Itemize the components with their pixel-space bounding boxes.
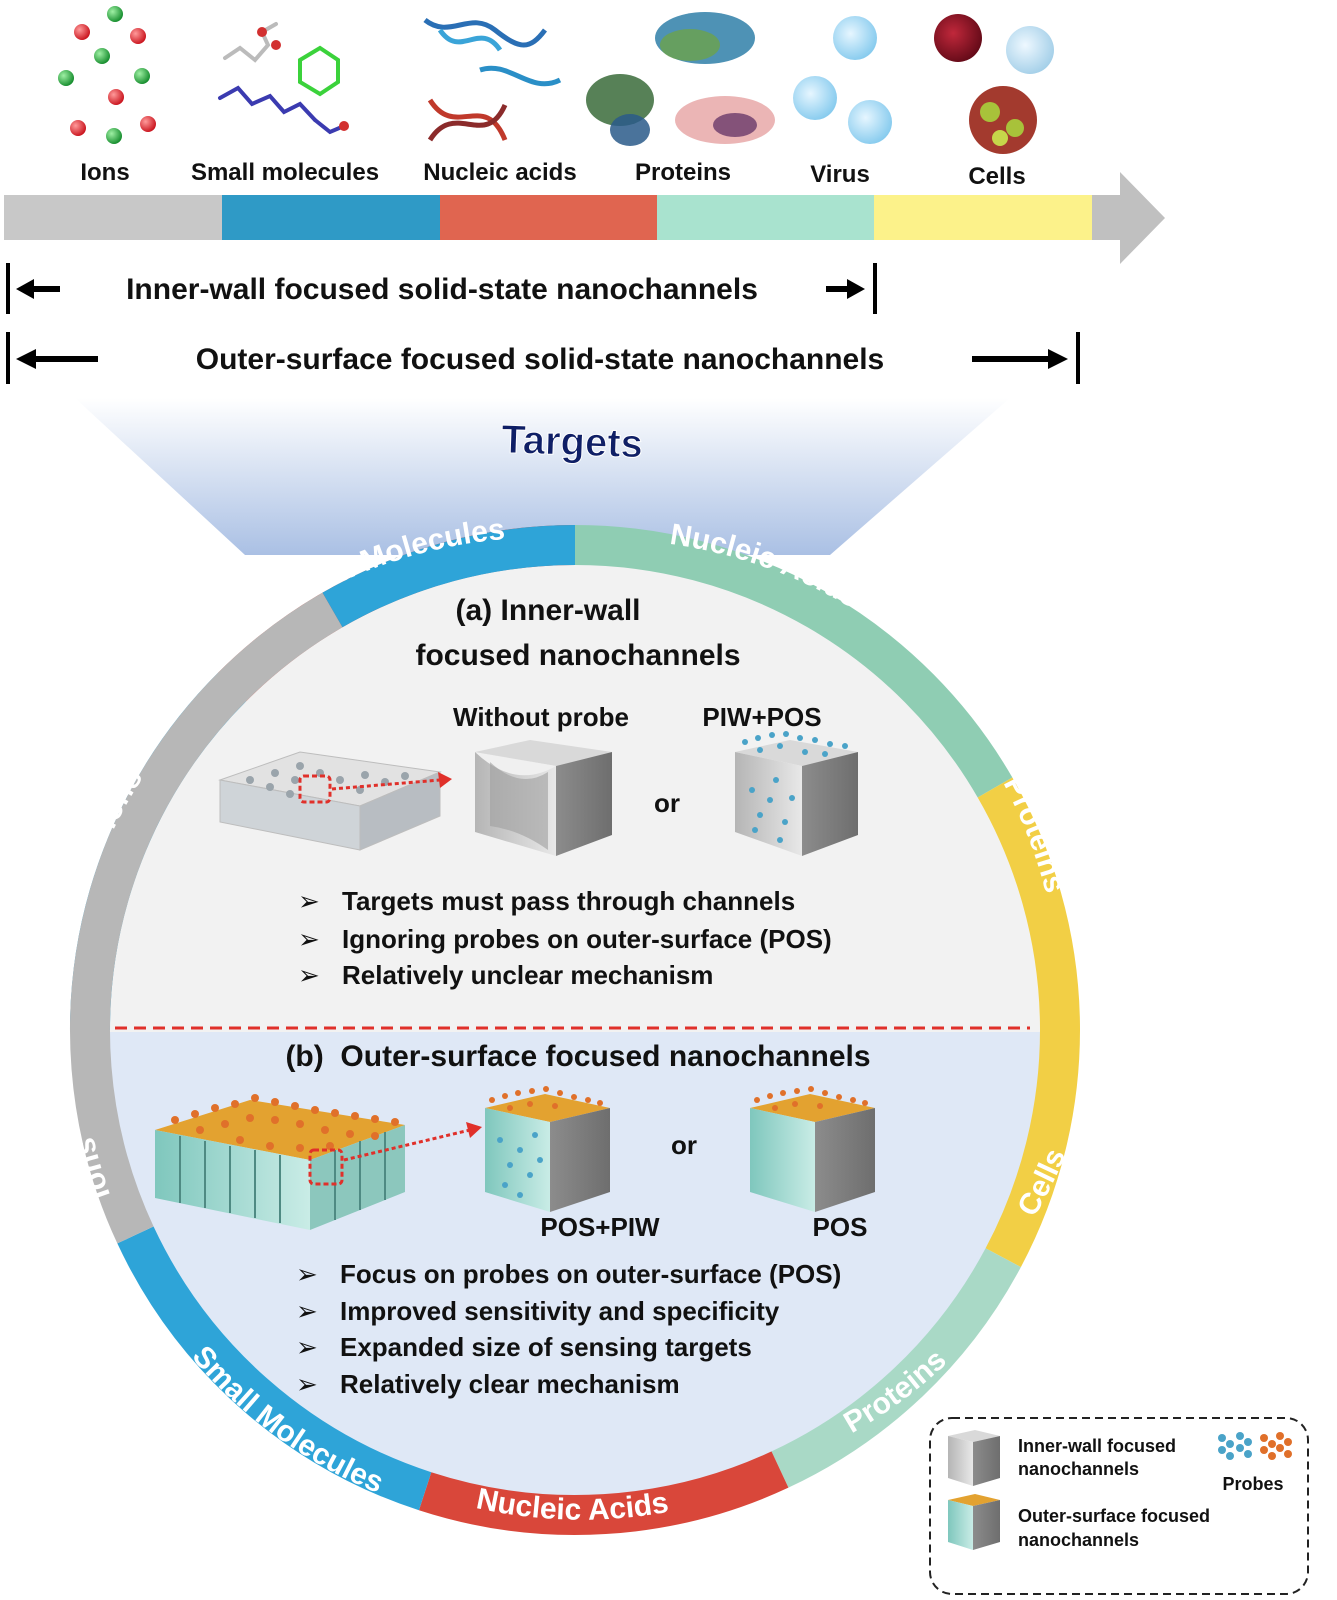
bar-segment-proteins <box>657 195 874 240</box>
bullet-marker: ➢ <box>298 886 320 916</box>
label-proteins: Proteins <box>635 159 731 186</box>
legend-inner-line2: nanochannels <box>1018 1459 1139 1479</box>
ring-arc-small-molecules-bottom <box>117 1226 432 1511</box>
label-virus: Virus <box>810 161 870 188</box>
legend-outer-line1: Outer-surface focused <box>1018 1506 1210 1526</box>
inner-wall-membrane-illustration <box>218 751 452 851</box>
small-molecules-illustration <box>218 22 349 135</box>
proteins-illustration <box>586 12 775 146</box>
bar-arrowhead <box>1092 172 1165 264</box>
legend-outer-surface-cube <box>948 1494 1000 1550</box>
pos-piw-cube <box>485 1086 610 1212</box>
pos-piw-label: POS+PIW <box>540 1212 660 1242</box>
ring-arc-small-molecules-upper <box>322 525 576 628</box>
section-a-title-line1: (a) Inner-wall <box>455 594 640 627</box>
section-b-bullets: ➢ Focus on probes on outer-surface (POS)… <box>296 1259 841 1399</box>
legend-outer-line2: nanochannels <box>1018 1530 1139 1550</box>
inner-wall-range: Inner-wall focused solid-state nanochann… <box>6 263 877 314</box>
section-a-bullet-2: Ignoring probes on outer-surface (POS) <box>342 924 832 954</box>
piw-pos-cube <box>735 731 858 856</box>
ring-arc-ions-left <box>70 592 343 1244</box>
label-nucleic-acids: Nucleic acids <box>423 159 576 186</box>
bullet-marker: ➢ <box>296 1332 318 1362</box>
outer-surface-membrane-illustration <box>155 1094 482 1230</box>
ring-arc-nucleic-acids-bottom <box>418 1451 789 1535</box>
section-b-bullet-2: Improved sensitivity and specificity <box>340 1296 780 1326</box>
legend: Inner-wall focused nanochannels Probes O… <box>929 1417 1309 1595</box>
bullet-marker: ➢ <box>296 1296 318 1326</box>
legend-inner-line1: Inner-wall focused <box>1018 1436 1176 1456</box>
legend-probes-icon <box>1218 1432 1292 1460</box>
label-cells: Cells <box>968 163 1025 190</box>
outer-surface-range: Outer-surface focused solid-state nanoch… <box>6 332 1080 384</box>
bar-segment-small-molecules <box>222 195 440 240</box>
bar-segment-virus <box>874 195 1092 240</box>
nucleic-acids-illustration <box>423 17 562 142</box>
targets-title: Targets <box>501 418 644 467</box>
without-probe-label: Without probe <box>453 702 629 732</box>
legend-inner-wall-cube <box>948 1430 1000 1486</box>
section-b-or: or <box>671 1130 697 1160</box>
section-a-bullets: ➢ Targets must pass through channels ➢ I… <box>298 886 832 990</box>
section-b-title: (b) Outer-surface focused nanochannels <box>285 1040 870 1073</box>
section-a-title-line2: focused nanochannels <box>415 639 740 672</box>
section-b-bullet-1: Focus on probes on outer-surface (POS) <box>340 1259 841 1289</box>
section-a-bullet-1: Targets must pass through channels <box>342 886 795 916</box>
section-a-bullet-3: Relatively unclear mechanism <box>342 960 713 990</box>
targets-ring <box>70 525 1080 1535</box>
pos-label: POS <box>813 1212 868 1242</box>
virus-illustration <box>793 16 892 144</box>
ring-arc-proteins-bottom <box>771 1248 1021 1488</box>
legend-probes-label: Probes <box>1222 1474 1283 1494</box>
label-ions: Ions <box>80 159 129 186</box>
ions-illustration <box>58 6 156 144</box>
section-b-bullet-4: Relatively clear mechanism <box>340 1369 680 1399</box>
label-small-molecules: Small molecules <box>191 159 379 186</box>
bullet-marker: ➢ <box>298 960 320 990</box>
section-b-bullet-3: Expanded size of sensing targets <box>340 1332 752 1362</box>
pos-cube <box>750 1086 875 1212</box>
size-scale-bar <box>4 172 1165 264</box>
section-a-or: or <box>654 788 680 818</box>
bar-segment-nucleic-acids <box>440 195 657 240</box>
bar-segment-ions <box>4 195 222 240</box>
bullet-marker: ➢ <box>298 924 320 954</box>
inner-wall-range-label: Inner-wall focused solid-state nanochann… <box>126 273 758 306</box>
cells-illustration <box>934 14 1054 154</box>
ring-arc-proteins-right <box>574 525 1013 798</box>
bullet-marker: ➢ <box>296 1259 318 1289</box>
without-probe-cube <box>475 740 612 856</box>
ring-arc-cells-right <box>977 777 1080 1268</box>
bullet-marker: ➢ <box>296 1369 318 1399</box>
outer-surface-range-label: Outer-surface focused solid-state nanoch… <box>196 343 885 376</box>
targets-funnel <box>75 398 1010 555</box>
piw-pos-label: PIW+POS <box>702 702 821 732</box>
